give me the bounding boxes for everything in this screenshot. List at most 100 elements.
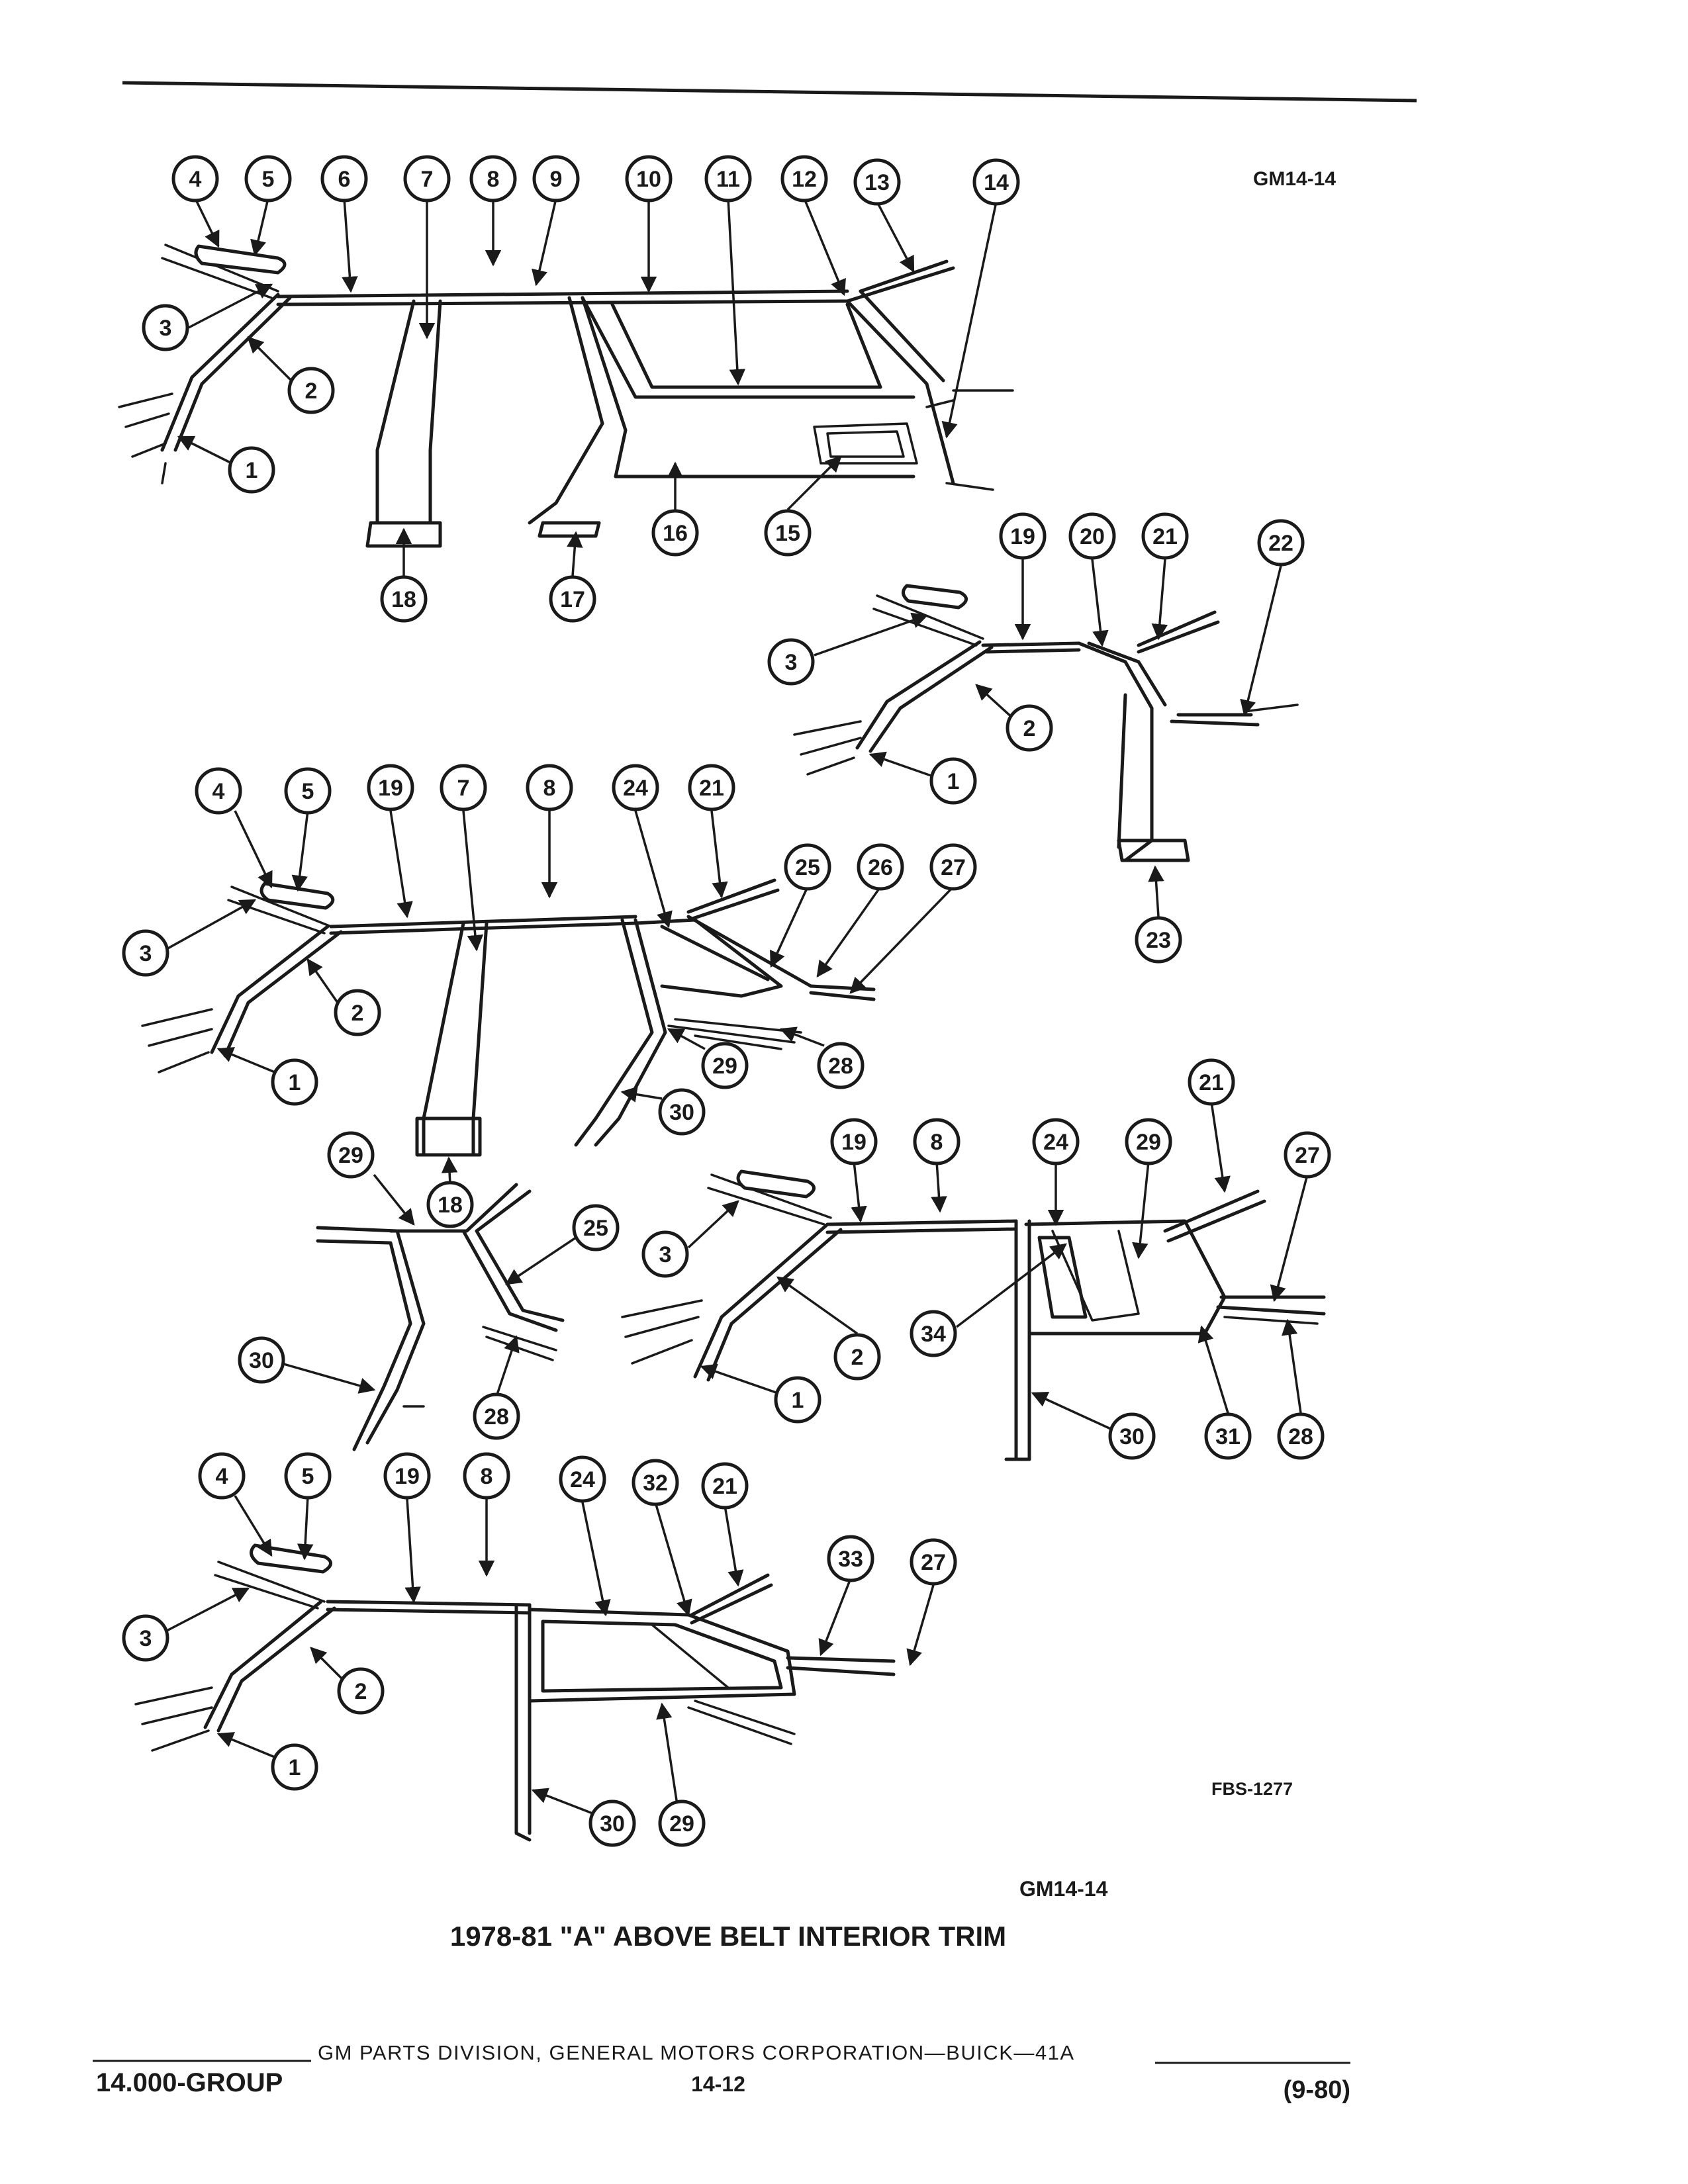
callout-18: 18 bbox=[426, 1181, 474, 1228]
callout-12: 12 bbox=[780, 155, 828, 203]
callout-4: 4 bbox=[195, 767, 242, 815]
callout-number: 21 bbox=[699, 776, 724, 801]
callout-5: 5 bbox=[284, 767, 332, 815]
callout-25: 25 bbox=[784, 843, 831, 891]
callout-28: 28 bbox=[817, 1042, 865, 1089]
callout-30: 30 bbox=[238, 1336, 285, 1384]
callout-number: 29 bbox=[669, 1811, 694, 1837]
drawing-code: FBS-1277 bbox=[1211, 1779, 1293, 1799]
callout-number: 4 bbox=[212, 779, 225, 804]
callout-number: 30 bbox=[600, 1811, 625, 1837]
callout-14: 14 bbox=[972, 158, 1020, 206]
callout-number: 3 bbox=[785, 650, 798, 675]
callout-31: 31 bbox=[1204, 1412, 1252, 1460]
callout-1: 1 bbox=[774, 1376, 821, 1424]
callout-number: 26 bbox=[868, 855, 893, 880]
callout-8: 8 bbox=[526, 764, 573, 811]
callout-number: 28 bbox=[484, 1404, 509, 1430]
callout-number: 25 bbox=[583, 1216, 608, 1241]
callout-number: 2 bbox=[355, 1679, 367, 1704]
callout-29: 29 bbox=[701, 1042, 749, 1089]
callout-number: 1 bbox=[289, 1070, 301, 1095]
callout-11: 11 bbox=[704, 155, 752, 203]
callout-number: 5 bbox=[302, 779, 314, 804]
view-1-drawing bbox=[118, 244, 1014, 548]
callout-8: 8 bbox=[469, 155, 517, 203]
view-6-drawing bbox=[134, 1543, 896, 1842]
footer-division: GM PARTS DIVISION, GENERAL MOTORS CORPOR… bbox=[318, 2041, 1075, 2064]
callout-number: 24 bbox=[570, 1467, 595, 1492]
view-5-leaders bbox=[687, 1101, 1309, 1431]
callout-number: 28 bbox=[1288, 1424, 1313, 1449]
callout-number: 3 bbox=[140, 941, 152, 966]
callout-number: 8 bbox=[543, 776, 556, 801]
view-4-drawing bbox=[316, 1183, 565, 1451]
callout-29: 29 bbox=[658, 1799, 706, 1847]
callout-3: 3 bbox=[641, 1230, 689, 1278]
callout-number: 2 bbox=[305, 379, 318, 404]
footer-page-number: 14-12 bbox=[691, 2072, 745, 2096]
callout-number: 2 bbox=[352, 1001, 364, 1026]
callout-number: 27 bbox=[941, 855, 966, 880]
callout-21: 21 bbox=[701, 1462, 749, 1510]
callout-number: 32 bbox=[643, 1471, 668, 1496]
callout-number: 22 bbox=[1268, 531, 1293, 556]
header-rule bbox=[122, 81, 1417, 103]
callout-number: 20 bbox=[1080, 524, 1105, 549]
callout-number: 28 bbox=[828, 1054, 853, 1079]
callout-15: 15 bbox=[764, 509, 812, 557]
callout-number: 29 bbox=[712, 1054, 737, 1079]
callout-number: 6 bbox=[338, 167, 351, 192]
callout-21: 21 bbox=[688, 764, 735, 811]
callout-3: 3 bbox=[767, 638, 815, 686]
callout-number: 14 bbox=[984, 170, 1009, 195]
callout-number: 5 bbox=[302, 1464, 314, 1489]
callout-19: 19 bbox=[383, 1452, 431, 1500]
callout-30: 30 bbox=[1108, 1412, 1156, 1460]
callout-number: 30 bbox=[249, 1348, 274, 1373]
callout-number: 21 bbox=[712, 1474, 737, 1499]
callout-number: 4 bbox=[216, 1464, 228, 1489]
callout-number: 5 bbox=[262, 167, 275, 192]
callout-2: 2 bbox=[287, 367, 335, 414]
callout-3: 3 bbox=[142, 304, 189, 351]
callout-number: 8 bbox=[481, 1464, 493, 1489]
callout-23: 23 bbox=[1135, 916, 1182, 964]
callout-number: 27 bbox=[1295, 1143, 1320, 1168]
callout-number: 19 bbox=[841, 1130, 867, 1155]
callout-1: 1 bbox=[929, 757, 977, 805]
callout-7: 7 bbox=[403, 155, 451, 203]
callout-number: 30 bbox=[669, 1100, 694, 1125]
callout-29: 29 bbox=[327, 1131, 375, 1179]
view-4-leaders bbox=[281, 1173, 577, 1397]
callout-number: 19 bbox=[378, 776, 403, 801]
callout-29: 29 bbox=[1125, 1118, 1172, 1165]
callout-number: 25 bbox=[795, 855, 820, 880]
callout-number: 1 bbox=[289, 1755, 301, 1780]
callout-26: 26 bbox=[857, 843, 904, 891]
callout-16: 16 bbox=[651, 509, 699, 557]
callout-number: 19 bbox=[1010, 524, 1035, 549]
callout-30: 30 bbox=[588, 1799, 636, 1847]
callout-19: 19 bbox=[999, 512, 1047, 560]
callout-34: 34 bbox=[910, 1310, 957, 1357]
callout-number: 29 bbox=[1136, 1130, 1161, 1155]
callout-number: 33 bbox=[838, 1547, 863, 1572]
callout-3: 3 bbox=[122, 929, 169, 977]
callout-number: 18 bbox=[391, 587, 416, 612]
callout-number: 34 bbox=[921, 1322, 946, 1347]
callout-19: 19 bbox=[830, 1118, 878, 1165]
callout-21: 21 bbox=[1188, 1058, 1235, 1106]
callout-10: 10 bbox=[625, 155, 673, 203]
callout-number: 9 bbox=[550, 167, 563, 192]
view-2-drawing bbox=[793, 584, 1299, 862]
callout-1: 1 bbox=[228, 446, 275, 494]
callout-2: 2 bbox=[337, 1667, 385, 1715]
callout-number: 18 bbox=[438, 1193, 463, 1218]
callout-number: 2 bbox=[1023, 716, 1036, 741]
view-1-leaders bbox=[177, 198, 998, 576]
callout-number: 30 bbox=[1119, 1424, 1145, 1449]
callout-24: 24 bbox=[612, 764, 659, 811]
callout-18: 18 bbox=[380, 575, 428, 623]
callout-number: 3 bbox=[659, 1242, 672, 1267]
